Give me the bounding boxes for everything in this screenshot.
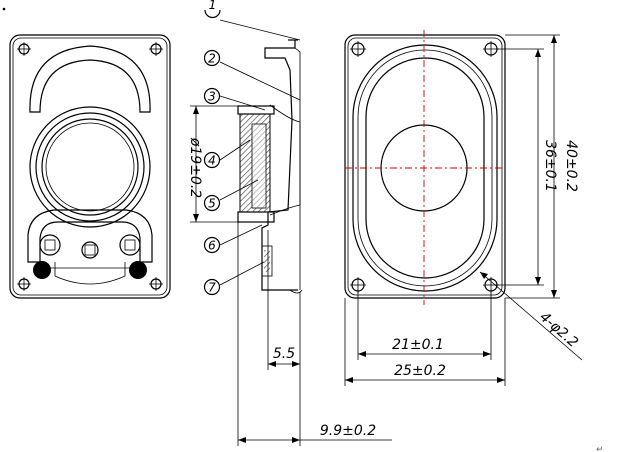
depth-total-label: 9.9±0.2 — [320, 423, 376, 439]
front-frame-inner — [347, 37, 503, 296]
back-top-window — [29, 45, 151, 113]
front-mount-hole-bl — [350, 277, 366, 293]
width-outer-dimension: 25±0.2 — [344, 298, 506, 386]
section-cone — [269, 104, 301, 216]
svg-text:1: 1 — [209, 0, 217, 12]
terminal-right — [119, 234, 141, 256]
section-frame — [261, 40, 298, 291]
width-holes-dimension: 21±0.1 — [357, 291, 492, 360]
front-mount-hole-tr — [483, 41, 499, 57]
callout-3: 3 — [203, 87, 221, 105]
depth-total-dimension: 9.9±0.2 — [237, 222, 392, 446]
front-mount-hole-br — [483, 277, 499, 293]
leader-1 — [219, 19, 301, 41]
width-holes-label: 21±0.1 — [392, 337, 444, 353]
back-view — [2, 7, 171, 299]
back-frame-outer — [9, 34, 171, 299]
callout-4: 4 — [203, 151, 221, 169]
cone-diameter-label: ø19±0.2 — [187, 137, 203, 198]
leader-5 — [219, 179, 259, 201]
leader-6 — [219, 224, 263, 246]
svg-text:5: 5 — [208, 197, 216, 211]
svg-text:3: 3 — [208, 90, 216, 104]
solder-dot-left — [33, 261, 51, 279]
callout-2: 2 — [203, 49, 221, 67]
callout-6: 6 — [203, 236, 221, 254]
back-bottom-window — [27, 209, 153, 263]
paragraph-mark: ↵ — [596, 445, 604, 452]
back-ring-middle — [35, 112, 145, 222]
back-ring-inner — [41, 118, 139, 216]
terminal-hatch — [264, 250, 270, 272]
back-mount-hole-tr — [149, 42, 163, 56]
svg-text:7: 7 — [208, 281, 216, 295]
width-outer-label: 25±0.2 — [394, 363, 446, 379]
back-mount-hole-br — [149, 277, 163, 291]
svg-text:4: 4 — [208, 154, 216, 168]
front-view: 40±0.2 36±0.1 21±0.1 25±0.2 — [344, 30, 604, 452]
leader-4 — [219, 139, 251, 161]
height-outer-dimension: 40±0.2 — [505, 34, 579, 299]
pole-hatch — [252, 124, 266, 208]
terminal-plate — [54, 262, 126, 285]
cone-diameter-dimension: ø19±0.2 — [187, 105, 238, 223]
callout-1: 1 — [204, 0, 221, 19]
callout-5: 5 — [203, 194, 221, 212]
bottom-plate — [237, 211, 275, 223]
terminal-center — [81, 241, 99, 259]
height-outer-label: 40±0.2 — [563, 140, 579, 192]
depth-partial-label: 5.5 — [273, 346, 295, 362]
section-view: 1 2 3 4 5 6 7 ø19±0.2 5.5 — [187, 0, 392, 446]
back-ring-core — [45, 122, 135, 212]
svg-text:2: 2 — [208, 52, 216, 66]
hole-callout-label: 4-φ2.2 — [536, 309, 581, 351]
front-mount-hole-tl — [350, 41, 366, 57]
svg-text:6: 6 — [208, 239, 216, 253]
back-ring-outer — [29, 106, 151, 228]
back-frame-inner — [12, 37, 168, 296]
terminal-block — [261, 245, 273, 277]
stray-dot — [2, 7, 6, 11]
back-mount-hole-tl — [17, 42, 31, 56]
section-frame-edge — [294, 47, 301, 290]
solder-dot-right — [129, 261, 147, 279]
leader-3 — [219, 95, 266, 111]
depth-partial-dimension: 5.5 — [267, 230, 301, 370]
height-holes-label: 36±0.1 — [542, 140, 558, 192]
leader-2 — [219, 61, 301, 101]
back-mount-hole-bl — [17, 277, 31, 291]
section-bottom-lip — [289, 289, 303, 294]
front-frame-outer — [344, 34, 506, 299]
terminal-left — [39, 234, 61, 256]
leader-7 — [219, 261, 265, 286]
height-holes-dimension: 36±0.1 — [497, 48, 558, 286]
callout-7: 7 — [203, 278, 221, 296]
